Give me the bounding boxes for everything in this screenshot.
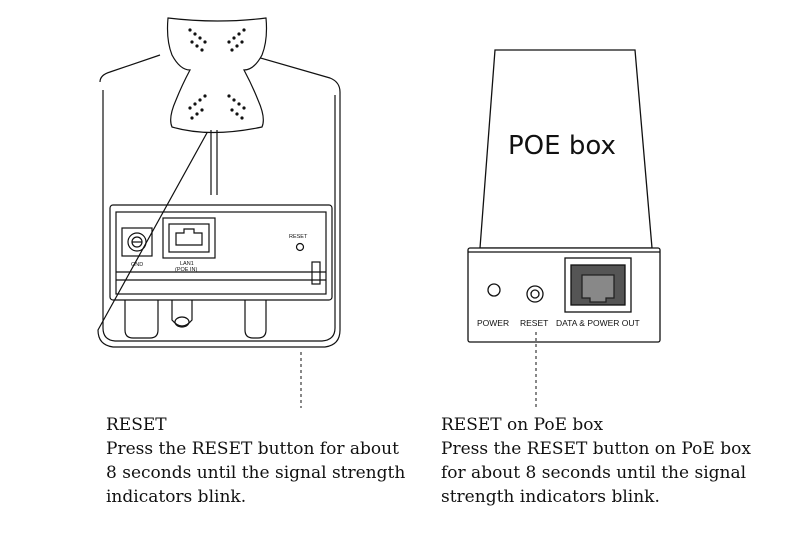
lan-label-line1: LAN1: [180, 261, 194, 267]
power-label: POWER: [477, 318, 509, 328]
reset-label-left: RESET: [289, 234, 308, 240]
data-power-out-label: DATA & POWER OUT: [556, 318, 640, 328]
lan-port: [162, 217, 216, 259]
cpe-device-illustration: [97, 17, 341, 348]
caption-left-line2: 8 seconds until the signal strength: [106, 463, 406, 483]
poe-box-illustration: [467, 49, 661, 343]
lan-label-line2: (POE IN): [175, 267, 197, 273]
reset-button-poe[interactable]: [526, 285, 544, 303]
power-led: [487, 283, 501, 297]
caption-left-line3: indicators blink.: [106, 487, 247, 507]
poe-box-title: POE box: [508, 131, 616, 161]
caption-left: RESET Press the RESET button for about 8…: [106, 413, 405, 509]
reset-label-poe: RESET: [520, 318, 548, 328]
gnd-terminal: [121, 227, 153, 257]
caption-right-heading: RESET on PoE box: [441, 415, 604, 435]
reset-pinhole-left[interactable]: [295, 242, 305, 252]
caption-right-line2: for about 8 seconds until the signal: [441, 463, 747, 483]
caption-right-line1: Press the RESET button on PoE box: [441, 439, 751, 459]
caption-left-heading: RESET: [106, 415, 167, 435]
caption-left-line1: Press the RESET button for about: [106, 439, 399, 459]
caption-right: RESET on PoE box Press the RESET button …: [441, 413, 751, 509]
data-power-out-port: [564, 257, 632, 313]
gnd-label: GND: [131, 262, 143, 268]
caption-right-line3: strength indicators blink.: [441, 487, 660, 507]
mounting-bracket: [166, 17, 268, 134]
